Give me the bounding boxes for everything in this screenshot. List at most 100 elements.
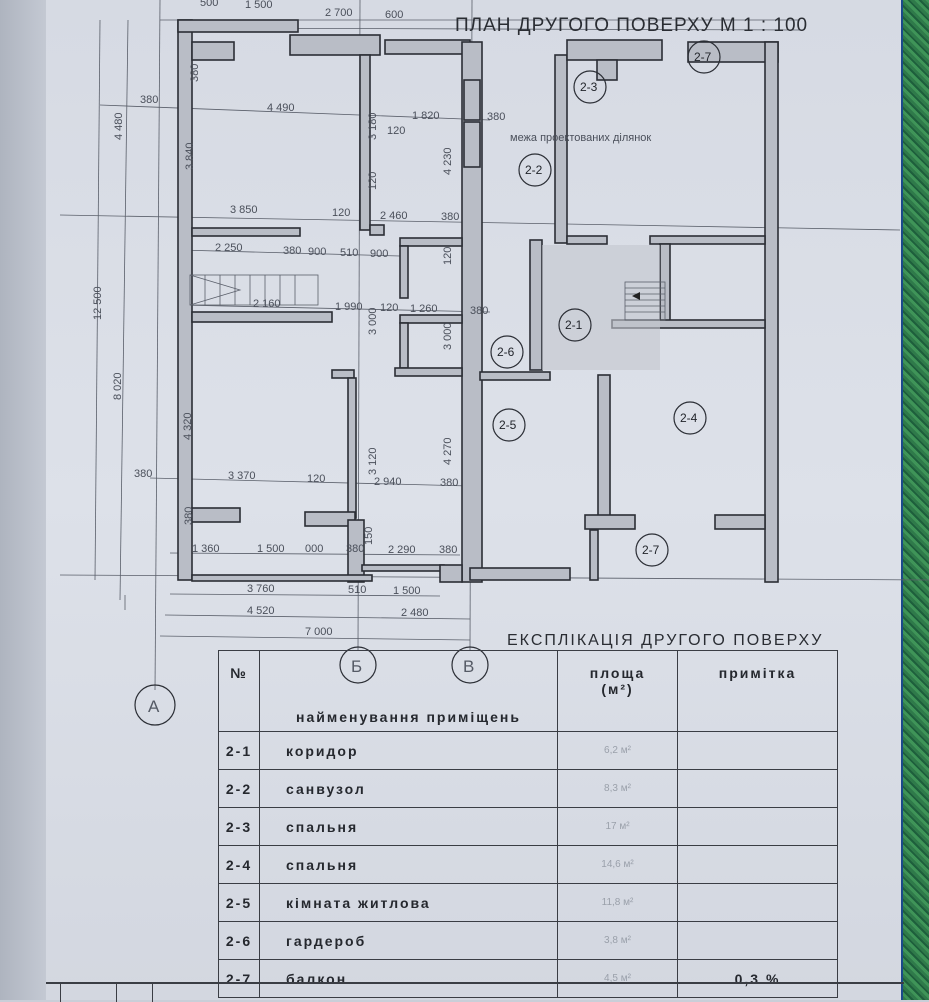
dim-label: 1 260 xyxy=(410,303,438,315)
dim-label: 4 320 xyxy=(182,412,194,440)
dim-label: 4 520 xyxy=(247,605,275,617)
boundary-note: межа проектованих ділянок xyxy=(510,132,651,144)
room-tags: 2-7 2-3 2-2 2-1 2-6 2-5 2-4 2-7 xyxy=(490,40,721,567)
dim-label: 1 500 xyxy=(245,0,273,11)
room-note xyxy=(677,731,838,770)
room-tag: 2-7 xyxy=(694,50,712,64)
dim-label: 380 xyxy=(441,211,459,223)
stairs-left xyxy=(189,274,319,306)
room-tag-circle xyxy=(635,533,669,567)
dim-label: 4 480 xyxy=(113,112,125,140)
room-tag-circle xyxy=(490,335,524,369)
explication-title: ЕКСПЛІКАЦІЯ ДРУГОГО ПОВЕРХУ xyxy=(507,632,823,649)
dim-label: 900 xyxy=(370,248,388,260)
dim-label: 1 990 xyxy=(335,301,363,313)
room-note xyxy=(677,883,838,922)
dim-label: 120 xyxy=(307,473,325,485)
dim-label: 120 xyxy=(387,125,405,137)
dim-label: 3 000 xyxy=(367,307,379,335)
dim-label: 2 700 xyxy=(325,7,353,19)
room-name: спальня xyxy=(259,845,558,884)
dim-label: 380 xyxy=(487,111,505,123)
room-number: 2-2 xyxy=(218,769,260,808)
room-note xyxy=(677,807,838,846)
room-note xyxy=(677,845,838,884)
dim-label: 4 230 xyxy=(442,147,454,175)
dim-label: 900 xyxy=(308,246,326,258)
header-note: примітка xyxy=(677,650,838,732)
room-tag: 2-5 xyxy=(499,418,517,432)
title-block-cell xyxy=(60,984,117,1002)
dim-label: 500 xyxy=(200,0,218,9)
dim-label: 380 xyxy=(140,94,158,106)
room-name: спальня xyxy=(259,807,558,846)
dim-label: 380 xyxy=(346,543,364,555)
room-note xyxy=(677,921,838,960)
room-tag-circle xyxy=(673,401,707,435)
dim-label: 2 480 xyxy=(401,607,429,619)
room-number: 2-6 xyxy=(218,921,260,960)
header-area: площа(м²) xyxy=(557,650,678,732)
dim-label: 8 020 xyxy=(112,372,124,400)
room-tag: 2-1 xyxy=(565,318,583,332)
dim-label: 7 000 xyxy=(305,626,333,638)
room-number: 2-5 xyxy=(218,883,260,922)
room-tag: 2-7 xyxy=(642,543,660,557)
dim-label: 510 xyxy=(348,584,366,596)
dim-label: 2 460 xyxy=(380,210,408,222)
dim-label: 380 xyxy=(283,245,301,257)
room-area: 6,2 м² xyxy=(557,731,678,770)
dim-label: 3 000 xyxy=(442,322,454,350)
title-block-cell xyxy=(46,984,61,1002)
dim-label: 12 500 xyxy=(92,286,104,320)
room-area: 4,5 м² xyxy=(557,959,678,998)
room-tag: 2-6 xyxy=(497,345,515,359)
room-area: 17 м² xyxy=(557,807,678,846)
header-name: найменування приміщень xyxy=(259,650,558,732)
room-number: 2-1 xyxy=(218,731,260,770)
room-note xyxy=(677,769,838,808)
dim-label: 600 xyxy=(385,9,403,21)
dim-label: 150 xyxy=(363,527,375,545)
room-area: 3,8 м² xyxy=(557,921,678,960)
dim-label: 120 xyxy=(442,247,454,265)
room-tag: 2-3 xyxy=(580,80,598,94)
room-number: 2-3 xyxy=(218,807,260,846)
room-area: 8,3 м² xyxy=(557,769,678,808)
dim-label: 380 xyxy=(189,64,201,82)
room-area: 11,8 м² xyxy=(557,883,678,922)
dim-label: 120 xyxy=(380,302,398,314)
room-number: 2-4 xyxy=(218,845,260,884)
dim-label: 1 360 xyxy=(192,543,220,555)
dim-label: 380 xyxy=(439,544,457,556)
dim-label: 120 xyxy=(332,207,350,219)
header-area-label: площа xyxy=(589,665,646,681)
explication-table: № найменування приміщень площа(м²) примі… xyxy=(218,650,838,998)
room-name: кімната житлова xyxy=(259,883,558,922)
table-header-row: № найменування приміщень площа(м²) примі… xyxy=(218,650,838,732)
axis-label: А xyxy=(148,697,160,716)
dim-label: 000 xyxy=(305,543,323,555)
dim-label: 3 840 xyxy=(184,142,196,170)
walls xyxy=(177,19,779,583)
background-fabric xyxy=(901,0,929,1000)
room-tag: 2-4 xyxy=(680,411,698,425)
dim-label: 3 370 xyxy=(228,470,256,482)
dim-label: 4 270 xyxy=(442,437,454,465)
room-name: гардероб xyxy=(259,921,558,960)
dim-label: 380 xyxy=(183,507,195,525)
room-tag-circle xyxy=(492,408,526,442)
dim-label: 1 500 xyxy=(257,543,285,555)
room-tag: 2-2 xyxy=(525,163,543,177)
stairs-right xyxy=(624,281,666,321)
dimension-lines xyxy=(59,0,929,691)
dim-label: 380 xyxy=(470,305,488,317)
room-name: санвузол xyxy=(259,769,558,808)
dim-label: 3 760 xyxy=(247,583,275,595)
